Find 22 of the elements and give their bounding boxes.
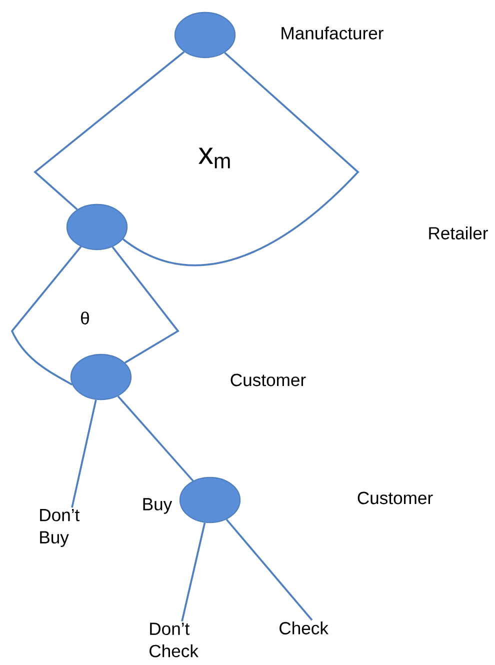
branch-line [34,51,185,210]
branch-line [226,518,313,621]
region-label: θ [81,312,89,324]
decision-node [179,476,241,524]
branch-line [181,522,206,622]
decision-node [70,354,132,400]
outcome-label: Don’t Check [150,622,198,658]
player-label: Manufacturer [282,26,384,40]
branch-line [117,396,194,482]
player-label: Buy [143,498,172,514]
branch-line [11,246,82,386]
branch-line [71,400,97,508]
decision-node [174,12,236,58]
branch-line [122,52,359,266]
outcome-label: Don’t Buy [40,509,80,547]
player-label: Retailer [429,226,488,240]
player-label: Customer [230,374,306,386]
outcome-label: Check [280,622,328,634]
region-label: x$_{m}$ [198,148,230,168]
player-label: Customer [358,492,433,504]
branch-line [112,246,180,364]
decision-node [66,204,128,250]
